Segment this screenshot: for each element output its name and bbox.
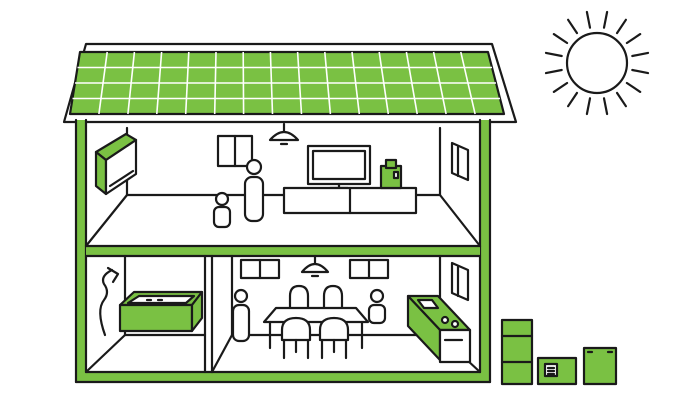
dining-window-right <box>348 258 390 280</box>
sun-ray <box>631 51 650 58</box>
dining-window-left <box>239 258 281 280</box>
green-box-appliance <box>379 158 403 190</box>
dining-person-right-icon <box>367 288 387 325</box>
floor-slab <box>84 244 482 258</box>
sun-ray <box>631 68 650 75</box>
sun-ray <box>625 81 642 94</box>
kitchen-counter-icon <box>406 294 472 364</box>
ceiling-lamp-icon <box>268 122 300 146</box>
kitchen-side-window-icon <box>450 261 470 302</box>
dining-table-icon <box>262 306 370 350</box>
sun-ray <box>602 10 609 29</box>
sun-ray <box>566 18 579 35</box>
solar-panel-icon <box>62 42 518 124</box>
sun-ray <box>615 91 628 108</box>
water-heater-icon <box>500 318 534 386</box>
upper-room-perspective <box>84 126 482 248</box>
shower-icon <box>99 266 120 337</box>
child-person-icon <box>212 191 232 229</box>
side-window-icon <box>450 141 470 182</box>
sun-ray <box>602 97 609 116</box>
sun-ray <box>544 68 563 75</box>
battery-storage-icon <box>582 346 618 386</box>
dining-chair-back-left <box>288 284 310 312</box>
sun-ray <box>585 10 592 29</box>
dining-ceiling-lamp-icon <box>300 254 330 278</box>
sun-ray <box>544 51 563 58</box>
air-conditioner-icon <box>94 132 138 196</box>
dining-chair-front-left <box>280 316 312 360</box>
dining-chair-front-right <box>318 316 350 360</box>
window-icon <box>216 134 254 168</box>
person-icon <box>243 158 265 223</box>
sun-ray <box>615 18 628 35</box>
bathtub-icon <box>118 290 204 333</box>
tv-console <box>282 186 418 215</box>
sun-ray <box>552 32 569 45</box>
sun-ray <box>566 91 579 108</box>
sun-ray <box>552 81 569 94</box>
sun-ray <box>585 97 592 116</box>
dining-person-left-icon <box>231 288 251 343</box>
dining-chair-back-right <box>322 284 344 312</box>
sun-ray <box>625 32 642 45</box>
sun-icon <box>544 10 650 116</box>
heat-pump-icon <box>536 356 578 386</box>
tv-icon <box>306 144 372 190</box>
